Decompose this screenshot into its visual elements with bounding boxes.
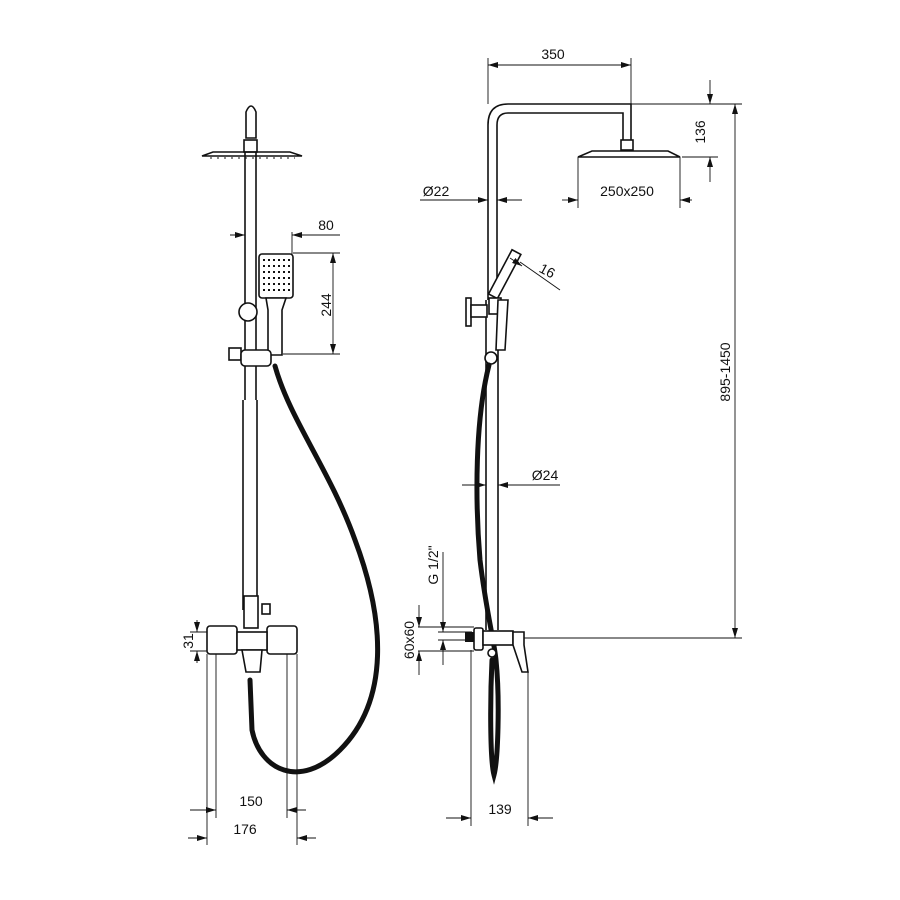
dim-250x250-label: 250x250 [600, 183, 654, 199]
dim-thread-label: G 1/2" [425, 545, 441, 584]
dim-d24-label: Ø24 [532, 467, 559, 483]
dim-d22-label: Ø22 [423, 183, 450, 199]
side-hose [474, 362, 501, 785]
front-hand-shower [228, 253, 294, 367]
side-mixer [465, 627, 742, 673]
side-view: 350 136 Ø22 250x250 16 895-1450 Ø24 G 1 [401, 46, 742, 826]
dim-350-label: 350 [541, 46, 565, 62]
dim-80-label: 80 [318, 217, 334, 233]
dim-150-label: 150 [239, 793, 263, 809]
front-shower-head [201, 151, 303, 159]
side-pole-and-arm [485, 103, 681, 630]
dim-895-1450-label: 895-1450 [717, 342, 733, 401]
dim-60x60-label: 60x60 [401, 621, 417, 659]
front-dimensions: 80 244 31 150 176 [180, 217, 340, 845]
dim-31-label: 31 [180, 633, 196, 649]
dim-244-label: 244 [318, 293, 334, 317]
side-dimensions: 350 136 Ø22 250x250 16 895-1450 Ø24 G 1 [401, 46, 742, 826]
front-hose [247, 363, 381, 775]
side-hand-shower [465, 248, 522, 365]
front-mixer [206, 595, 298, 673]
front-view: 80 244 31 150 176 [180, 105, 381, 845]
dim-139-label: 139 [488, 801, 512, 817]
dim-176-label: 176 [233, 821, 257, 837]
dim-136-label: 136 [692, 120, 708, 144]
dim-16-label: 16 [537, 260, 558, 282]
